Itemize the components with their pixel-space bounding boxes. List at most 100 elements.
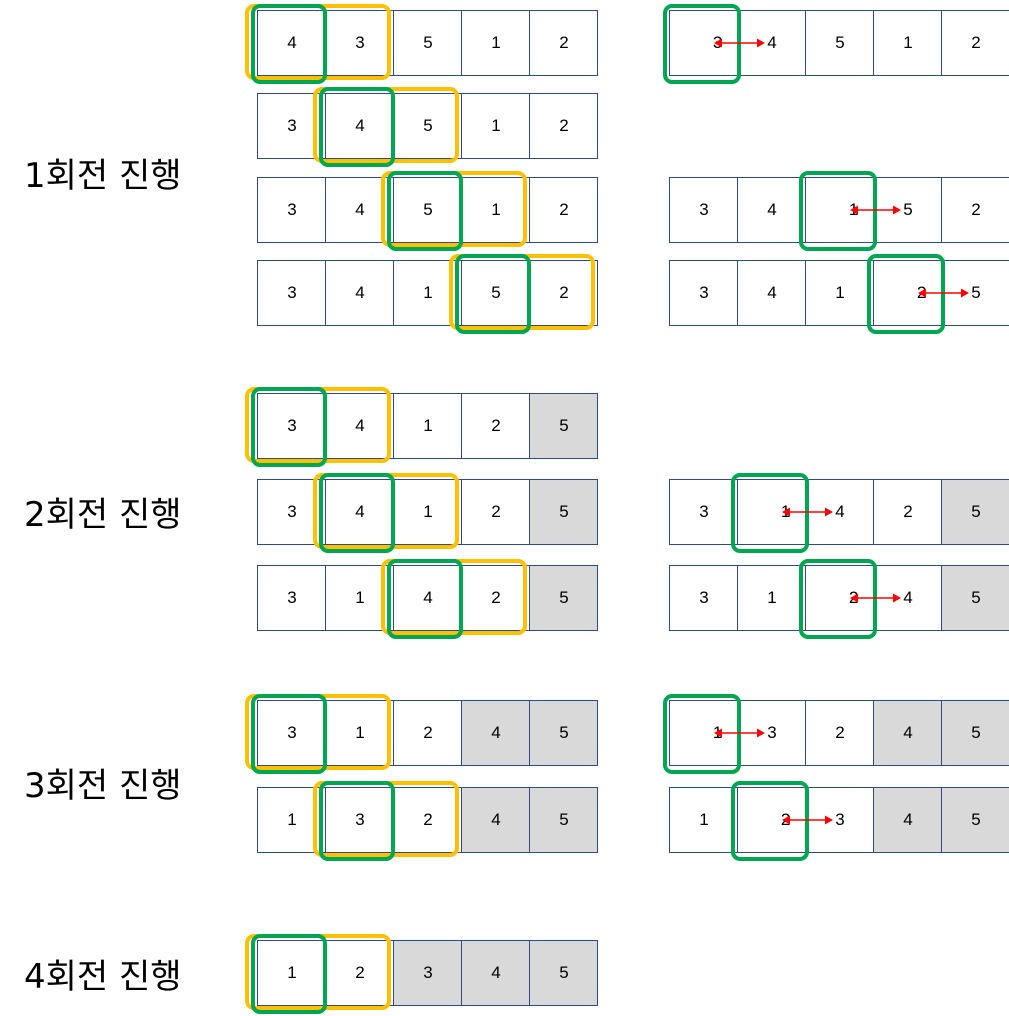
cell-value: 4 xyxy=(835,502,845,521)
array-cell: 4 xyxy=(737,10,806,76)
cell-value: 4 xyxy=(355,416,365,435)
cell-value: 4 xyxy=(355,200,365,219)
cell-value: 2 xyxy=(780,810,791,829)
array-cell: 5 xyxy=(461,260,530,326)
array-cell: 4 xyxy=(257,10,326,76)
cell-value: 5 xyxy=(971,502,981,521)
array-cell: 1 xyxy=(805,260,874,326)
cell-value: 3 xyxy=(355,810,365,829)
array-cell: 5 xyxy=(529,565,598,631)
cell-value: 2 xyxy=(491,588,501,607)
array-cell: 2 xyxy=(529,10,598,76)
array-cell: 1 xyxy=(393,479,462,545)
cell-value: 1 xyxy=(287,810,297,829)
array-cell: 2 xyxy=(737,787,806,853)
cell-value: 5 xyxy=(491,283,501,302)
cell-value: 4 xyxy=(355,116,365,135)
cell-value: 2 xyxy=(903,502,913,521)
cell-value: 4 xyxy=(767,33,777,52)
array-cell: 4 xyxy=(325,93,394,159)
array-cell: 3 xyxy=(669,565,738,631)
cell-value: 3 xyxy=(712,33,723,52)
pass-label-1: 1회전 진행 xyxy=(24,156,182,196)
cell-value: 1 xyxy=(491,116,501,135)
cell-value: 3 xyxy=(423,963,433,982)
cell-value: 1 xyxy=(287,963,297,982)
cell-value: 5 xyxy=(423,116,433,135)
cell-value: 3 xyxy=(287,283,297,302)
array-cell: 3 xyxy=(805,787,874,853)
array-cell: 1 xyxy=(669,787,738,853)
cell-value: 3 xyxy=(287,200,297,219)
cell-value: 2 xyxy=(491,502,501,521)
array-cell: 4 xyxy=(325,177,394,243)
cell-value: 3 xyxy=(767,723,777,742)
array-cell: 4 xyxy=(325,260,394,326)
array-cell: 3 xyxy=(737,700,806,766)
cell-value: 4 xyxy=(491,810,501,829)
array-cell: 4 xyxy=(461,787,530,853)
array-cell: 1 xyxy=(325,565,394,631)
cell-value: 2 xyxy=(916,283,927,302)
array-cell: 2 xyxy=(529,177,598,243)
cell-value: 5 xyxy=(559,416,569,435)
array-cell: 2 xyxy=(941,177,1009,243)
array-cell: 3 xyxy=(325,787,394,853)
array-cell: 2 xyxy=(461,393,530,459)
array-cell: 1 xyxy=(325,700,394,766)
cell-value: 1 xyxy=(767,588,777,607)
cell-value: 1 xyxy=(712,723,723,742)
pass-label-3: 3회전 진행 xyxy=(24,766,182,806)
array-cell: 2 xyxy=(529,260,598,326)
array-cell: 1 xyxy=(669,700,738,766)
cell-value: 5 xyxy=(423,200,433,219)
array-cell: 1 xyxy=(461,10,530,76)
cell-value: 3 xyxy=(287,588,297,607)
cell-value: 1 xyxy=(423,416,433,435)
array-cell: 5 xyxy=(393,93,462,159)
pass-label-2: 2회전 진행 xyxy=(24,495,182,535)
array-cell: 5 xyxy=(529,940,598,1006)
array-cell: 3 xyxy=(669,10,738,76)
cell-value: 5 xyxy=(971,810,981,829)
array-cell: 2 xyxy=(941,10,1009,76)
cell-value: 2 xyxy=(559,200,569,219)
array-cell: 5 xyxy=(941,787,1009,853)
cell-value: 3 xyxy=(355,33,365,52)
cell-value: 3 xyxy=(287,116,297,135)
cell-value: 1 xyxy=(699,810,709,829)
array-cell: 4 xyxy=(325,393,394,459)
cell-value: 1 xyxy=(903,33,913,52)
array-cell: 2 xyxy=(529,93,598,159)
cell-value: 1 xyxy=(491,33,501,52)
cell-value: 3 xyxy=(699,502,709,521)
cell-value: 2 xyxy=(848,588,859,607)
cell-value: 2 xyxy=(559,116,569,135)
cell-value: 5 xyxy=(903,200,913,219)
cell-value: 2 xyxy=(423,723,433,742)
array-cell: 3 xyxy=(257,93,326,159)
array-cell: 1 xyxy=(805,177,874,243)
array-cell: 1 xyxy=(257,940,326,1006)
array-cell: 3 xyxy=(257,260,326,326)
array-cell: 2 xyxy=(393,700,462,766)
cell-value: 4 xyxy=(491,723,501,742)
array-cell: 5 xyxy=(529,393,598,459)
array-cell: 4 xyxy=(461,700,530,766)
array-cell: 3 xyxy=(669,260,738,326)
array-cell: 3 xyxy=(669,177,738,243)
array-cell: 3 xyxy=(257,565,326,631)
array-cell: 2 xyxy=(805,700,874,766)
array-cell: 5 xyxy=(393,10,462,76)
cell-value: 2 xyxy=(423,810,433,829)
array-cell: 3 xyxy=(257,393,326,459)
array-cell: 3 xyxy=(257,177,326,243)
array-cell: 5 xyxy=(941,565,1009,631)
cell-value: 4 xyxy=(767,283,777,302)
cell-value: 2 xyxy=(559,283,569,302)
cell-value: 1 xyxy=(780,502,791,521)
cell-value: 4 xyxy=(767,200,777,219)
cell-value: 1 xyxy=(355,588,365,607)
cell-value: 4 xyxy=(287,33,297,52)
